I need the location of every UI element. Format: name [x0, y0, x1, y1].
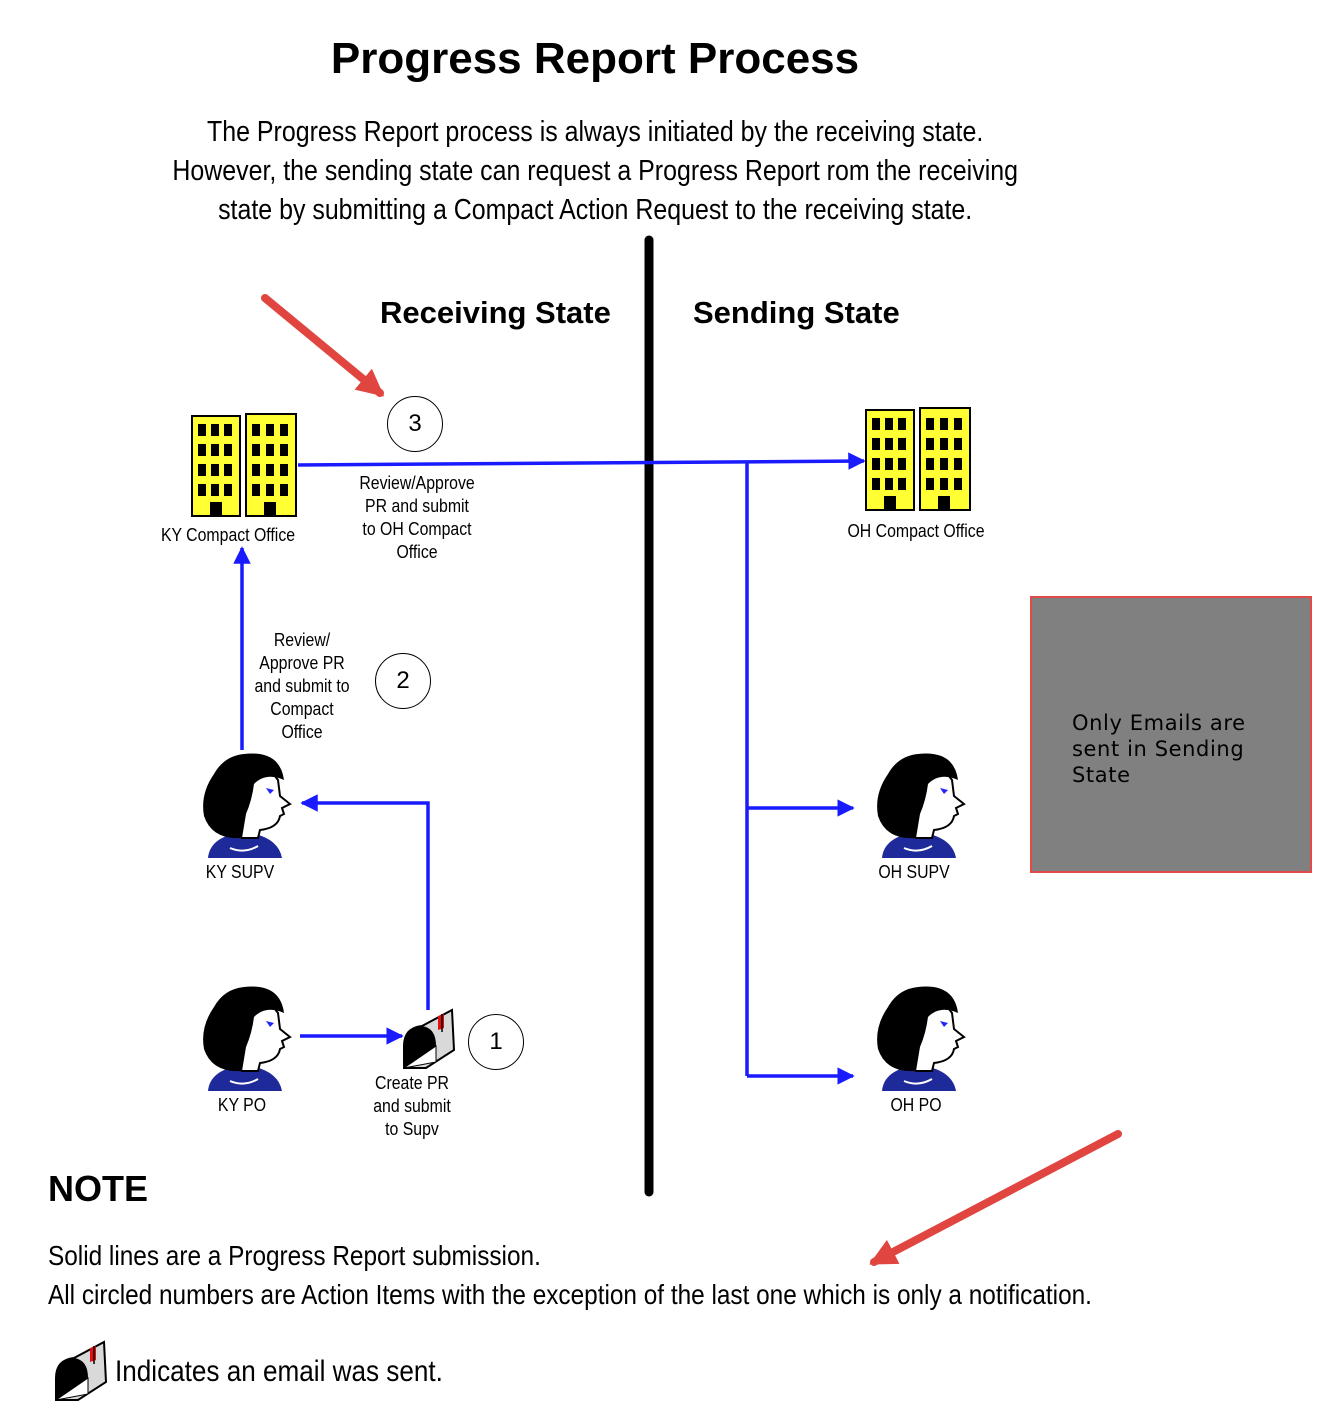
person-icon [203, 986, 292, 1091]
receiving-state-heading: Receiving State [380, 295, 611, 330]
ky-po-label: KY PO [217, 1095, 267, 1115]
flow-arrow-email-to-supv [300, 794, 430, 1010]
oh-supv-label: OH SUPV [878, 862, 950, 882]
intro-line-1: The Progress Report process is always in… [207, 116, 984, 148]
callout-text: Only Emails are sent in Sending State [1072, 711, 1246, 787]
mailbox-email-icon [55, 1340, 108, 1401]
oh-compact-office-label: OH Compact Office [847, 521, 985, 541]
intro-line-3: state by submitting a Compact Action Req… [218, 194, 973, 226]
callout-box [1030, 596, 1312, 873]
step-2-circle: 2 [375, 653, 431, 709]
note-line-1: Solid lines are a Progress Report submis… [48, 1240, 541, 1271]
person-icon [877, 753, 966, 858]
note-heading: NOTE [48, 1168, 149, 1209]
annotation-arrow-step-3 [261, 294, 385, 397]
ky-supv-label: KY SUPV [205, 862, 275, 882]
legend-email-text: Indicates an email was sent. [115, 1355, 443, 1388]
person-icon [203, 753, 292, 858]
note-line-2: All circled numbers are Action Items wit… [48, 1279, 1092, 1310]
mailbox-email-icon [403, 1008, 456, 1069]
office-building-icon [865, 407, 971, 511]
person-icon [877, 986, 966, 1091]
step-1-circle: 1 [468, 1014, 524, 1070]
office-building-icon [191, 413, 297, 517]
sending-state-heading: Sending State [693, 295, 900, 330]
annotation-arrow-note [869, 1130, 1122, 1266]
intro-line-2: However, the sending state can request a… [172, 155, 1018, 187]
ky-compact-office-label: KY Compact Office [160, 525, 296, 545]
step-3-circle: 3 [387, 396, 443, 452]
oh-po-label: OH PO [890, 1095, 942, 1115]
flow-arrow-office-to-oh-office [297, 452, 866, 470]
page-title: Progress Report Process [330, 34, 860, 83]
